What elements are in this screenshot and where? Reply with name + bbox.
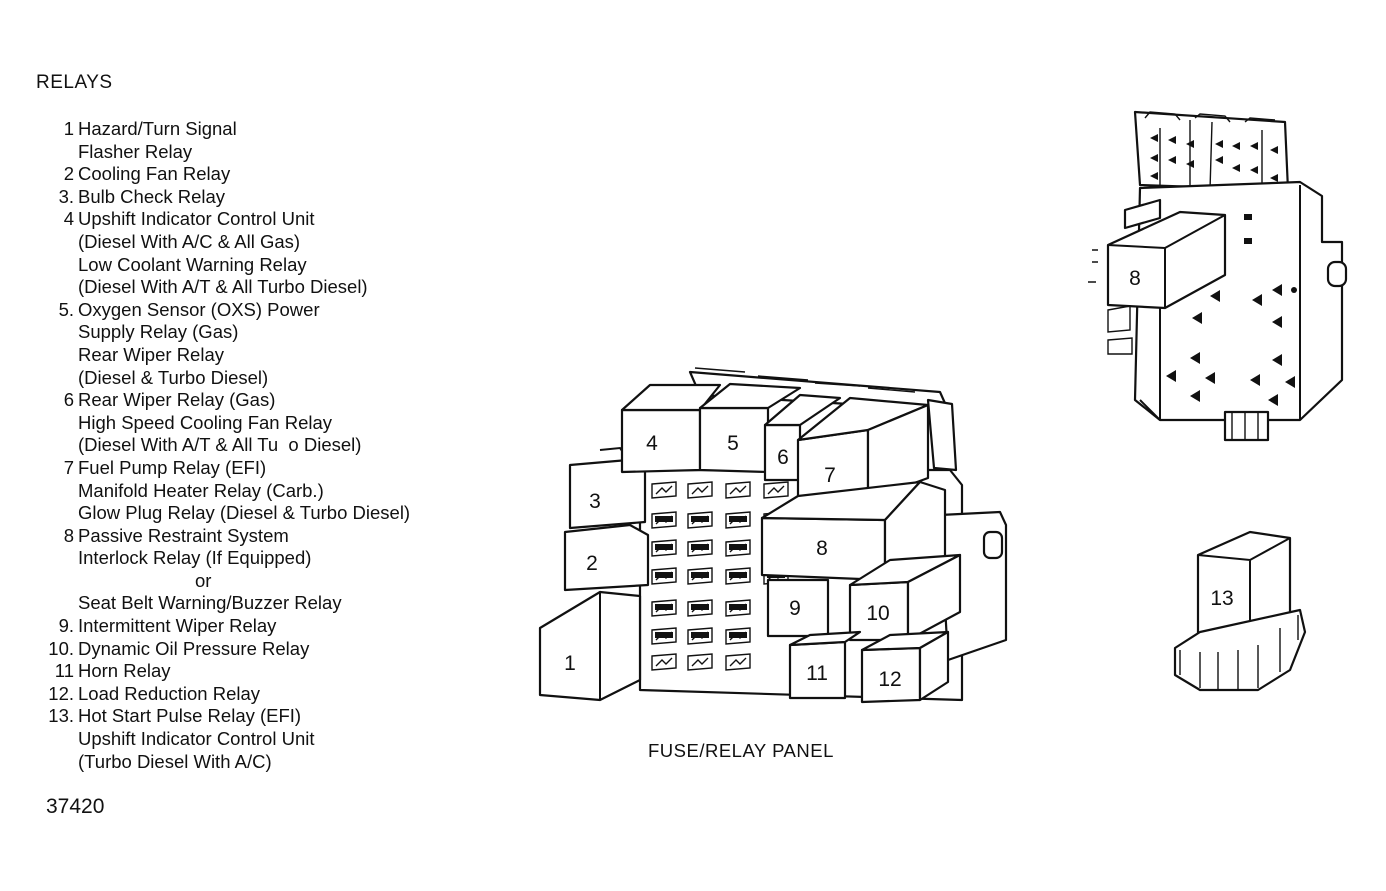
relay-4: 4 xyxy=(620,383,722,474)
legend-number: 3. xyxy=(58,185,74,207)
legend-text: (Turbo Diesel With A/C) xyxy=(78,750,272,772)
legend-text: Hazard/Turn Signal xyxy=(78,118,237,139)
legend-number: 10. xyxy=(48,637,74,659)
legend-text: Load Reduction Relay xyxy=(78,682,261,704)
relay-label-8: 8 xyxy=(816,537,828,560)
relay-label-10: 10 xyxy=(866,602,889,625)
legend-number: 4 xyxy=(63,208,74,230)
fuse-terminal xyxy=(655,544,673,550)
legend-text: Upshift Indicator Control Unit xyxy=(78,728,315,750)
legend-text: (Diesel With A/C & All Gas) xyxy=(78,230,301,252)
relay-label-1: 1 xyxy=(564,652,576,675)
legend-number: 2 xyxy=(63,163,74,185)
fuse-terminal xyxy=(691,544,709,550)
relay-12: 12 xyxy=(860,630,950,704)
relay-10: 10 xyxy=(848,553,962,642)
relay-7: 7 xyxy=(796,396,930,507)
legend-text: Glow Plug Relay (Diesel & Turbo Diesel) xyxy=(78,502,411,524)
fuse-cavity xyxy=(687,481,713,499)
relay-11: 11 xyxy=(788,630,862,700)
legend-text: Rear Wiper Relay xyxy=(78,343,224,365)
relays-heading: RELAYS xyxy=(36,72,113,93)
fuse-terminal xyxy=(655,632,673,638)
legend-text: Rear Wiper Relay (Gas) xyxy=(78,389,276,411)
legend-number: 1 xyxy=(63,118,74,139)
fuse-terminal xyxy=(691,516,709,522)
fuse-terminal xyxy=(729,516,747,522)
relay-label-3: 3 xyxy=(589,490,601,513)
legend-text: Bulb Check Relay xyxy=(78,185,226,207)
fuse-terminal xyxy=(729,544,747,550)
legend-number: 9. xyxy=(58,615,74,637)
legend-number: 12. xyxy=(48,682,74,704)
legend-text: or xyxy=(195,569,212,591)
legend-text: Hot Start Pulse Relay (EFI) xyxy=(78,705,302,727)
fuse-terminal xyxy=(729,632,747,638)
fuse-cavity xyxy=(651,481,677,499)
side-relay-8 xyxy=(1106,210,1227,310)
legend-text: Upshift Indicator Control Unit xyxy=(78,208,315,230)
legend-text: Low Coolant Warning Relay xyxy=(78,253,307,275)
relay-label-9: 9 xyxy=(789,597,801,620)
fuse-terminal xyxy=(691,632,709,638)
legend-number: 13. xyxy=(48,705,74,727)
legend-text: Cooling Fan Relay xyxy=(78,163,231,185)
relay-8: 8 xyxy=(760,480,947,582)
relay-2: 2 xyxy=(563,523,650,592)
fuse-cavity xyxy=(651,653,677,671)
legend-text: (Diesel & Turbo Diesel) xyxy=(78,366,269,388)
relay-label-11: 11 xyxy=(806,662,828,685)
panel-caption: FUSE/RELAY PANEL xyxy=(648,740,834,761)
fuse-relay-panel: 3 2 1 4 5 6 7 xyxy=(538,367,1008,704)
relay-label-6: 6 xyxy=(777,446,789,469)
fuse-cavity xyxy=(725,481,751,499)
fuse-cavity xyxy=(763,481,789,499)
relay-label-12: 12 xyxy=(878,668,901,691)
legend-text: Seat Belt Warning/Buzzer Relay xyxy=(78,592,342,614)
relay-1: 1 xyxy=(538,590,642,702)
fuse-cavity xyxy=(687,653,713,671)
relay-13-standalone: 13 xyxy=(1173,530,1307,692)
legend-text: (Diesel With A/T & All Tu o Diesel) xyxy=(78,434,362,456)
legend-text: Flasher Relay xyxy=(78,140,193,162)
fuse-terminal xyxy=(729,572,747,578)
fuse-terminal xyxy=(691,572,709,578)
fuse-terminal xyxy=(729,604,747,610)
legend-text: Passive Restraint System xyxy=(78,524,289,546)
legend-number: 6 xyxy=(63,389,74,411)
relay-label-13: 13 xyxy=(1210,587,1233,610)
side-label-8: 8 xyxy=(1129,267,1141,290)
figure-code: 37420 xyxy=(46,795,105,818)
legend-text: Dynamic Oil Pressure Relay xyxy=(78,637,310,659)
legend-text: Oxygen Sensor (OXS) Power xyxy=(78,298,320,320)
relay-6: 6 xyxy=(763,393,842,482)
fuse-cavity xyxy=(725,653,751,671)
legend-text: (Diesel With A/T & All Turbo Diesel) xyxy=(78,276,368,298)
bracket-stud xyxy=(982,530,1004,560)
fuse-terminal xyxy=(655,516,673,522)
relay-label-5: 5 xyxy=(727,432,739,455)
legend-text: Manifold Heater Relay (Carb.) xyxy=(78,479,324,501)
legend-text: Interlock Relay (If Equipped) xyxy=(78,547,312,569)
legend-number: 11 xyxy=(54,660,74,682)
legend-number: 8 xyxy=(63,524,74,546)
legend-number: 7 xyxy=(63,456,74,478)
fuse-grid xyxy=(651,481,789,671)
legend-text: Intermittent Wiper Relay xyxy=(78,615,277,637)
fuse-terminal xyxy=(655,604,673,610)
relay-label-4: 4 xyxy=(646,432,658,455)
legend-text: Supply Relay (Gas) xyxy=(78,321,239,343)
relay-label-2: 2 xyxy=(586,552,598,575)
fuse-terminal xyxy=(655,572,673,578)
relay-panel-side-view: 8 xyxy=(1088,110,1348,442)
legend-text: Fuel Pump Relay (EFI) xyxy=(78,456,267,478)
relay-9: 9 xyxy=(766,578,830,638)
fuse-terminal xyxy=(691,604,709,610)
legend-text: Horn Relay xyxy=(78,660,171,682)
legend-number: 5. xyxy=(58,298,74,320)
relay-label-7: 7 xyxy=(824,464,836,487)
legend-text: High Speed Cooling Fan Relay xyxy=(78,411,333,433)
